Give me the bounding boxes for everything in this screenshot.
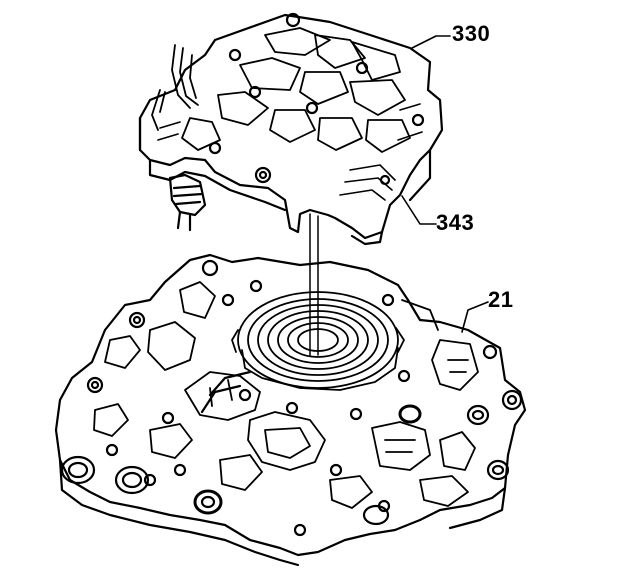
upper-plate-cells [181,27,411,153]
leader-21 [461,301,489,333]
wire-harness [151,44,199,131]
lower-body-side [58,458,507,567]
upper-ribs [157,103,423,201]
upper-plate-side [138,116,432,246]
leader-330 [411,35,451,49]
callout-21: 21 [488,287,514,312]
callout-leaders [401,35,489,333]
lower-channels [93,281,479,509]
upper-bolt-bosses [208,12,425,186]
solenoid-connector [168,173,207,232]
lower-ports [60,404,510,526]
center-spiral-plate [231,291,405,391]
lower-component-assembly [54,253,527,567]
lower-bolt-bosses [86,259,523,537]
leader-343 [401,195,437,225]
callout-343: 343 [436,210,475,235]
lower-bridge [200,370,252,414]
upper-component-assembly [138,12,444,246]
lower-body-outline [54,253,527,557]
alignment-lines [309,213,319,356]
callout-330: 330 [452,21,491,46]
upper-plate-top-outline [138,13,444,240]
